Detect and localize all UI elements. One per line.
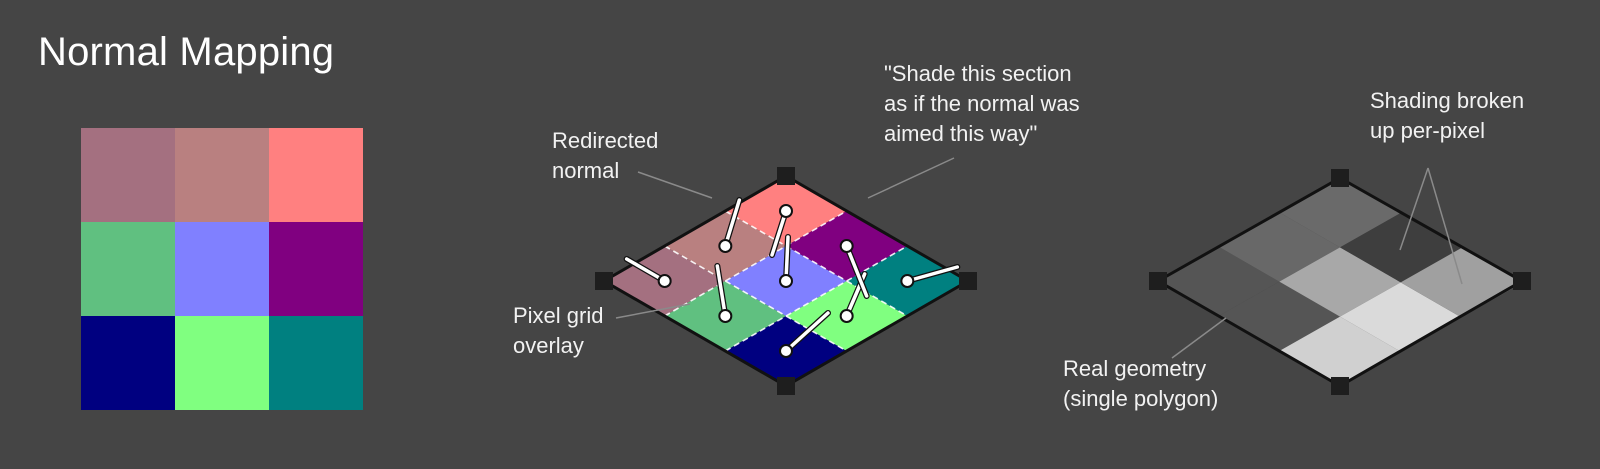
label-line: Real geometry <box>1063 356 1207 381</box>
texture-cell <box>81 222 175 316</box>
texture-cell <box>175 222 269 316</box>
leader-line <box>867 157 955 199</box>
label-line: as if the normal was <box>884 91 1080 116</box>
normal-stick <box>715 264 728 318</box>
leader-line <box>1171 317 1227 359</box>
label-real-geometry: Real geometry (single polygon) <box>1063 354 1218 414</box>
leader-line <box>637 171 713 199</box>
normal-origin-dot <box>718 309 733 323</box>
shaded-cell <box>1218 281 1340 351</box>
label-shading-broken: Shading broken up per-pixel <box>1370 86 1524 146</box>
texture-cell <box>81 316 175 410</box>
vertex-marker <box>595 272 613 290</box>
label-line: up per-pixel <box>1370 118 1485 143</box>
label-line: normal <box>552 158 620 183</box>
leader-line <box>1399 167 1429 251</box>
texture-cell <box>175 316 269 410</box>
normal-stick <box>905 265 960 283</box>
normal-origin-dot <box>839 309 854 323</box>
leader-lines <box>615 157 1463 359</box>
label-line: "Shade this section <box>884 61 1072 86</box>
label-line: Shading broken <box>1370 88 1525 113</box>
vertex-marker <box>1513 272 1531 290</box>
texture-cell <box>81 128 175 222</box>
normal-origin-dot <box>779 274 793 288</box>
label-pixel-grid: Pixel grid overlay <box>513 301 603 361</box>
texture-cell <box>269 316 363 410</box>
normal-origin-dot <box>657 274 672 288</box>
normal-origin-dot <box>779 344 793 358</box>
vertex-marker <box>777 377 795 395</box>
pixel-grid-line <box>724 245 908 352</box>
texture-cell <box>175 128 269 222</box>
figure-title: Normal Mapping <box>38 30 335 74</box>
vertex-marker <box>1331 377 1349 395</box>
normal-map-texture <box>81 128 363 410</box>
normal-stick <box>844 244 869 298</box>
label-line: Redirected <box>552 128 659 153</box>
vertex-marker <box>1149 272 1167 290</box>
normal-stick <box>784 235 790 283</box>
normal-origin-dot <box>900 274 915 288</box>
label-line: (single polygon) <box>1063 386 1219 411</box>
normal-stick <box>770 209 788 257</box>
normal-stick <box>723 198 742 248</box>
label-line: aimed this way" <box>884 121 1038 146</box>
texture-cell <box>269 222 363 316</box>
pixel-grid-line <box>724 210 908 317</box>
texture-cell <box>269 128 363 222</box>
leader-line <box>615 303 691 319</box>
normal-stick <box>784 311 830 353</box>
label-line: overlay <box>513 333 584 358</box>
normal-origin-dot <box>779 204 793 218</box>
leader-line <box>1427 167 1463 285</box>
normal-origin-dot <box>718 239 733 253</box>
normal-mapped-quad <box>595 167 977 395</box>
label-redirected-normal: Redirected normal <box>552 126 658 186</box>
normal-origin-dot <box>839 239 854 253</box>
vertex-marker <box>959 272 977 290</box>
pixel-grid-line <box>664 210 848 317</box>
pixel-grid-line <box>664 245 848 352</box>
label-line: Pixel grid <box>513 303 604 328</box>
vertex-marker <box>1331 169 1349 187</box>
label-shade-note: "Shade this section as if the normal was… <box>884 59 1080 149</box>
shaded-cell <box>1279 247 1401 317</box>
normal-stick <box>624 257 667 283</box>
vertex-marker <box>777 167 795 185</box>
